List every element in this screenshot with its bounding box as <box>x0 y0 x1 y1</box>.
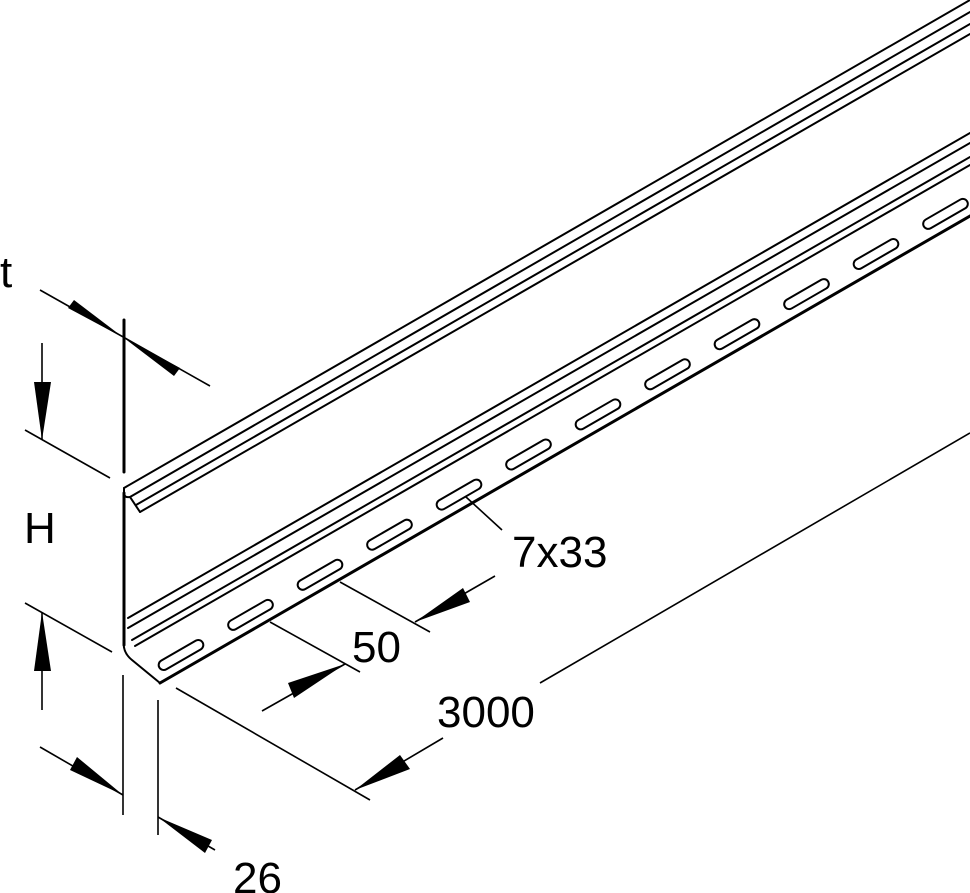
slot <box>783 278 830 311</box>
slot <box>574 398 622 431</box>
dimension-thickness: t <box>0 248 211 474</box>
slot <box>922 197 969 230</box>
slot <box>644 358 691 391</box>
slot <box>157 639 205 671</box>
thickness-label: t <box>0 248 12 297</box>
dimension-height: H <box>24 343 113 710</box>
dimension-base-width: 26 <box>39 675 282 893</box>
base-flange <box>122 132 970 685</box>
slot-size-label: 7x33 <box>512 528 607 577</box>
slot <box>852 238 900 270</box>
dimension-slot-size: 7x33 <box>465 496 607 577</box>
top-lip <box>123 0 970 513</box>
base-width-label: 26 <box>233 854 282 893</box>
slot <box>296 558 344 591</box>
slot <box>713 318 761 351</box>
length-label: 3000 <box>437 688 535 737</box>
height-label: H <box>24 504 56 553</box>
slot-pitch-label: 50 <box>352 623 401 672</box>
slot <box>366 518 413 551</box>
dimension-length: 3000 <box>175 432 970 801</box>
slot <box>435 478 483 511</box>
dimension-slot-pitch: 50 <box>261 575 496 712</box>
slots <box>157 197 969 671</box>
slot <box>505 438 552 471</box>
slot <box>227 598 274 631</box>
